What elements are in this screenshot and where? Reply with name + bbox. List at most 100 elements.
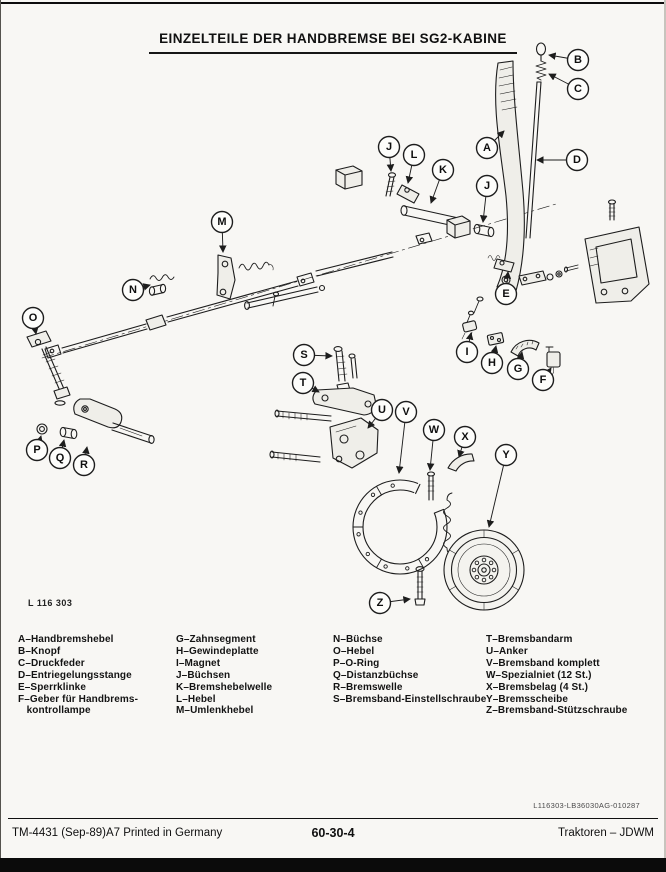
callout-S: S xyxy=(292,343,333,367)
callout-A: A xyxy=(475,130,505,160)
svg-text:L: L xyxy=(411,149,418,161)
svg-text:D: D xyxy=(573,154,581,166)
legend-entry: Z–Bremsband-Stützschraube xyxy=(486,705,628,717)
legend-entry: V–Bremsband komplett xyxy=(486,657,600,669)
callout-N: N xyxy=(121,278,151,302)
callout-Y: Y xyxy=(486,443,518,528)
svg-text:W: W xyxy=(429,424,440,436)
lower-left-drawing xyxy=(26,330,155,445)
callout-J: J xyxy=(475,174,499,223)
svg-text:P: P xyxy=(33,444,40,456)
callout-T: T xyxy=(291,371,320,395)
callout-I: I xyxy=(455,332,479,364)
legend-entry: R–Bremswelle xyxy=(333,681,403,693)
callout-L: L xyxy=(402,143,426,184)
footer-doc-number: TM-4431 (Sep-89)A7 Printed in Germany xyxy=(12,827,223,839)
bracket-drawing xyxy=(584,199,650,304)
callout-V: V xyxy=(394,400,418,474)
callout-B: B xyxy=(548,48,590,72)
callout-U: U xyxy=(367,398,394,429)
svg-text:U: U xyxy=(378,404,386,416)
callout-O: O xyxy=(21,306,45,335)
callout-X: X xyxy=(453,425,477,458)
svg-text:B: B xyxy=(574,54,582,66)
legend-entry: L–Hebel xyxy=(176,693,216,705)
legend-entry: O–Hebel xyxy=(333,645,375,657)
svg-text:I: I xyxy=(465,346,468,358)
legend-entry: P–O-Ring xyxy=(333,657,380,669)
callout-W: W xyxy=(422,418,446,471)
parts-diagram: L 116 303 BC A D J L K J M N E O I H G F S T U V W X Y PQR Z xyxy=(21,42,650,615)
svg-text:O: O xyxy=(29,312,38,324)
footer-section: Traktoren – JDWM xyxy=(557,827,654,839)
svg-text:F: F xyxy=(540,374,547,386)
callout-Q: Q xyxy=(48,439,72,470)
legend-entry: S–Bremsband-Einstellschraube xyxy=(333,693,487,705)
callout-P: P xyxy=(25,435,49,462)
callout-C: C xyxy=(548,73,590,101)
svg-text:H: H xyxy=(488,357,496,369)
page-title-text: EINZELTEILE DER HANDBREMSE BEI SG2-KABIN… xyxy=(149,31,517,54)
figure-code: L 116 303 xyxy=(28,598,72,608)
legend-entry: Q–Distanzbüchse xyxy=(333,669,419,681)
legend-entry: G–Zahnsegment xyxy=(176,634,256,645)
svg-text:V: V xyxy=(402,406,410,418)
legend-entry: A–Handbremshebel xyxy=(18,634,114,645)
legend-entry: I–Magnet xyxy=(176,657,221,669)
brake-disc-drawing xyxy=(414,529,525,611)
svg-text:M: M xyxy=(217,216,226,228)
svg-text:Z: Z xyxy=(377,597,384,609)
svg-text:N: N xyxy=(129,284,137,296)
legend-entry: X–Bremsbelag (4 St.) xyxy=(486,681,589,693)
svg-text:K: K xyxy=(439,164,447,176)
callout-layer: BC A D J L K J M N E O I H G F S T U V W X Y PQR Z xyxy=(21,48,590,615)
footer-rule xyxy=(8,818,658,819)
legend-entry: W–Spezialniet (12 St.) xyxy=(486,669,592,681)
linkage-drawing xyxy=(44,165,495,359)
print-ref: L116303-LB36030AG-010287 xyxy=(533,801,640,810)
footer: TM-4431 (Sep-89)A7 Printed in Germany 60… xyxy=(12,826,654,845)
legend-entry: F–Geber für Handbrems- xyxy=(18,693,139,705)
scan-edge-bottom xyxy=(0,858,666,872)
callout-E: E xyxy=(494,271,518,306)
legend-entry: H–Gewindeplatte xyxy=(176,645,259,657)
scan-edge-right xyxy=(664,0,666,872)
legend-entry: C–Druckfeder xyxy=(18,657,85,669)
callout-K: K xyxy=(429,158,455,204)
callout-M: M xyxy=(210,210,234,253)
svg-text:G: G xyxy=(514,363,523,375)
callout-H: H xyxy=(480,345,504,375)
svg-text:Y: Y xyxy=(502,449,510,461)
callout-J: J xyxy=(377,135,401,172)
callout-D: D xyxy=(536,148,589,172)
callout-F: F xyxy=(531,367,555,392)
legend-entry: U–Anker xyxy=(486,645,528,657)
legend-entry: Y–Bremsscheibe xyxy=(486,693,569,705)
legend-entry: K–Bremshebelwelle xyxy=(176,681,273,693)
svg-text:S: S xyxy=(300,349,307,361)
svg-text:A: A xyxy=(483,142,491,154)
legend-entry: kontrollampe xyxy=(18,705,91,717)
svg-text:T: T xyxy=(300,377,307,389)
legend-entry: E–Sperrklinke xyxy=(18,681,87,693)
hand-lever-drawing xyxy=(495,42,547,292)
svg-text:J: J xyxy=(386,141,392,153)
callout-R: R xyxy=(72,446,96,477)
legend-entry: T–Bremsbandarm xyxy=(486,634,573,645)
legend-entry: D–Entriegelungsstange xyxy=(18,669,132,681)
latch-group-drawing xyxy=(461,255,579,377)
page-title: EINZELTEILE DER HANDBREMSE BEI SG2-KABIN… xyxy=(0,14,666,54)
scan-edge-top xyxy=(0,2,666,4)
svg-text:J: J xyxy=(484,180,490,192)
exploded-view-drawing: L 116 303 xyxy=(26,42,650,611)
legend-entry: M–Umlenkhebel xyxy=(176,705,254,717)
svg-text:X: X xyxy=(461,431,469,443)
scan-edge-left xyxy=(0,0,1,872)
svg-text:R: R xyxy=(80,459,88,471)
legend-entry: N–Büchse xyxy=(333,634,383,645)
